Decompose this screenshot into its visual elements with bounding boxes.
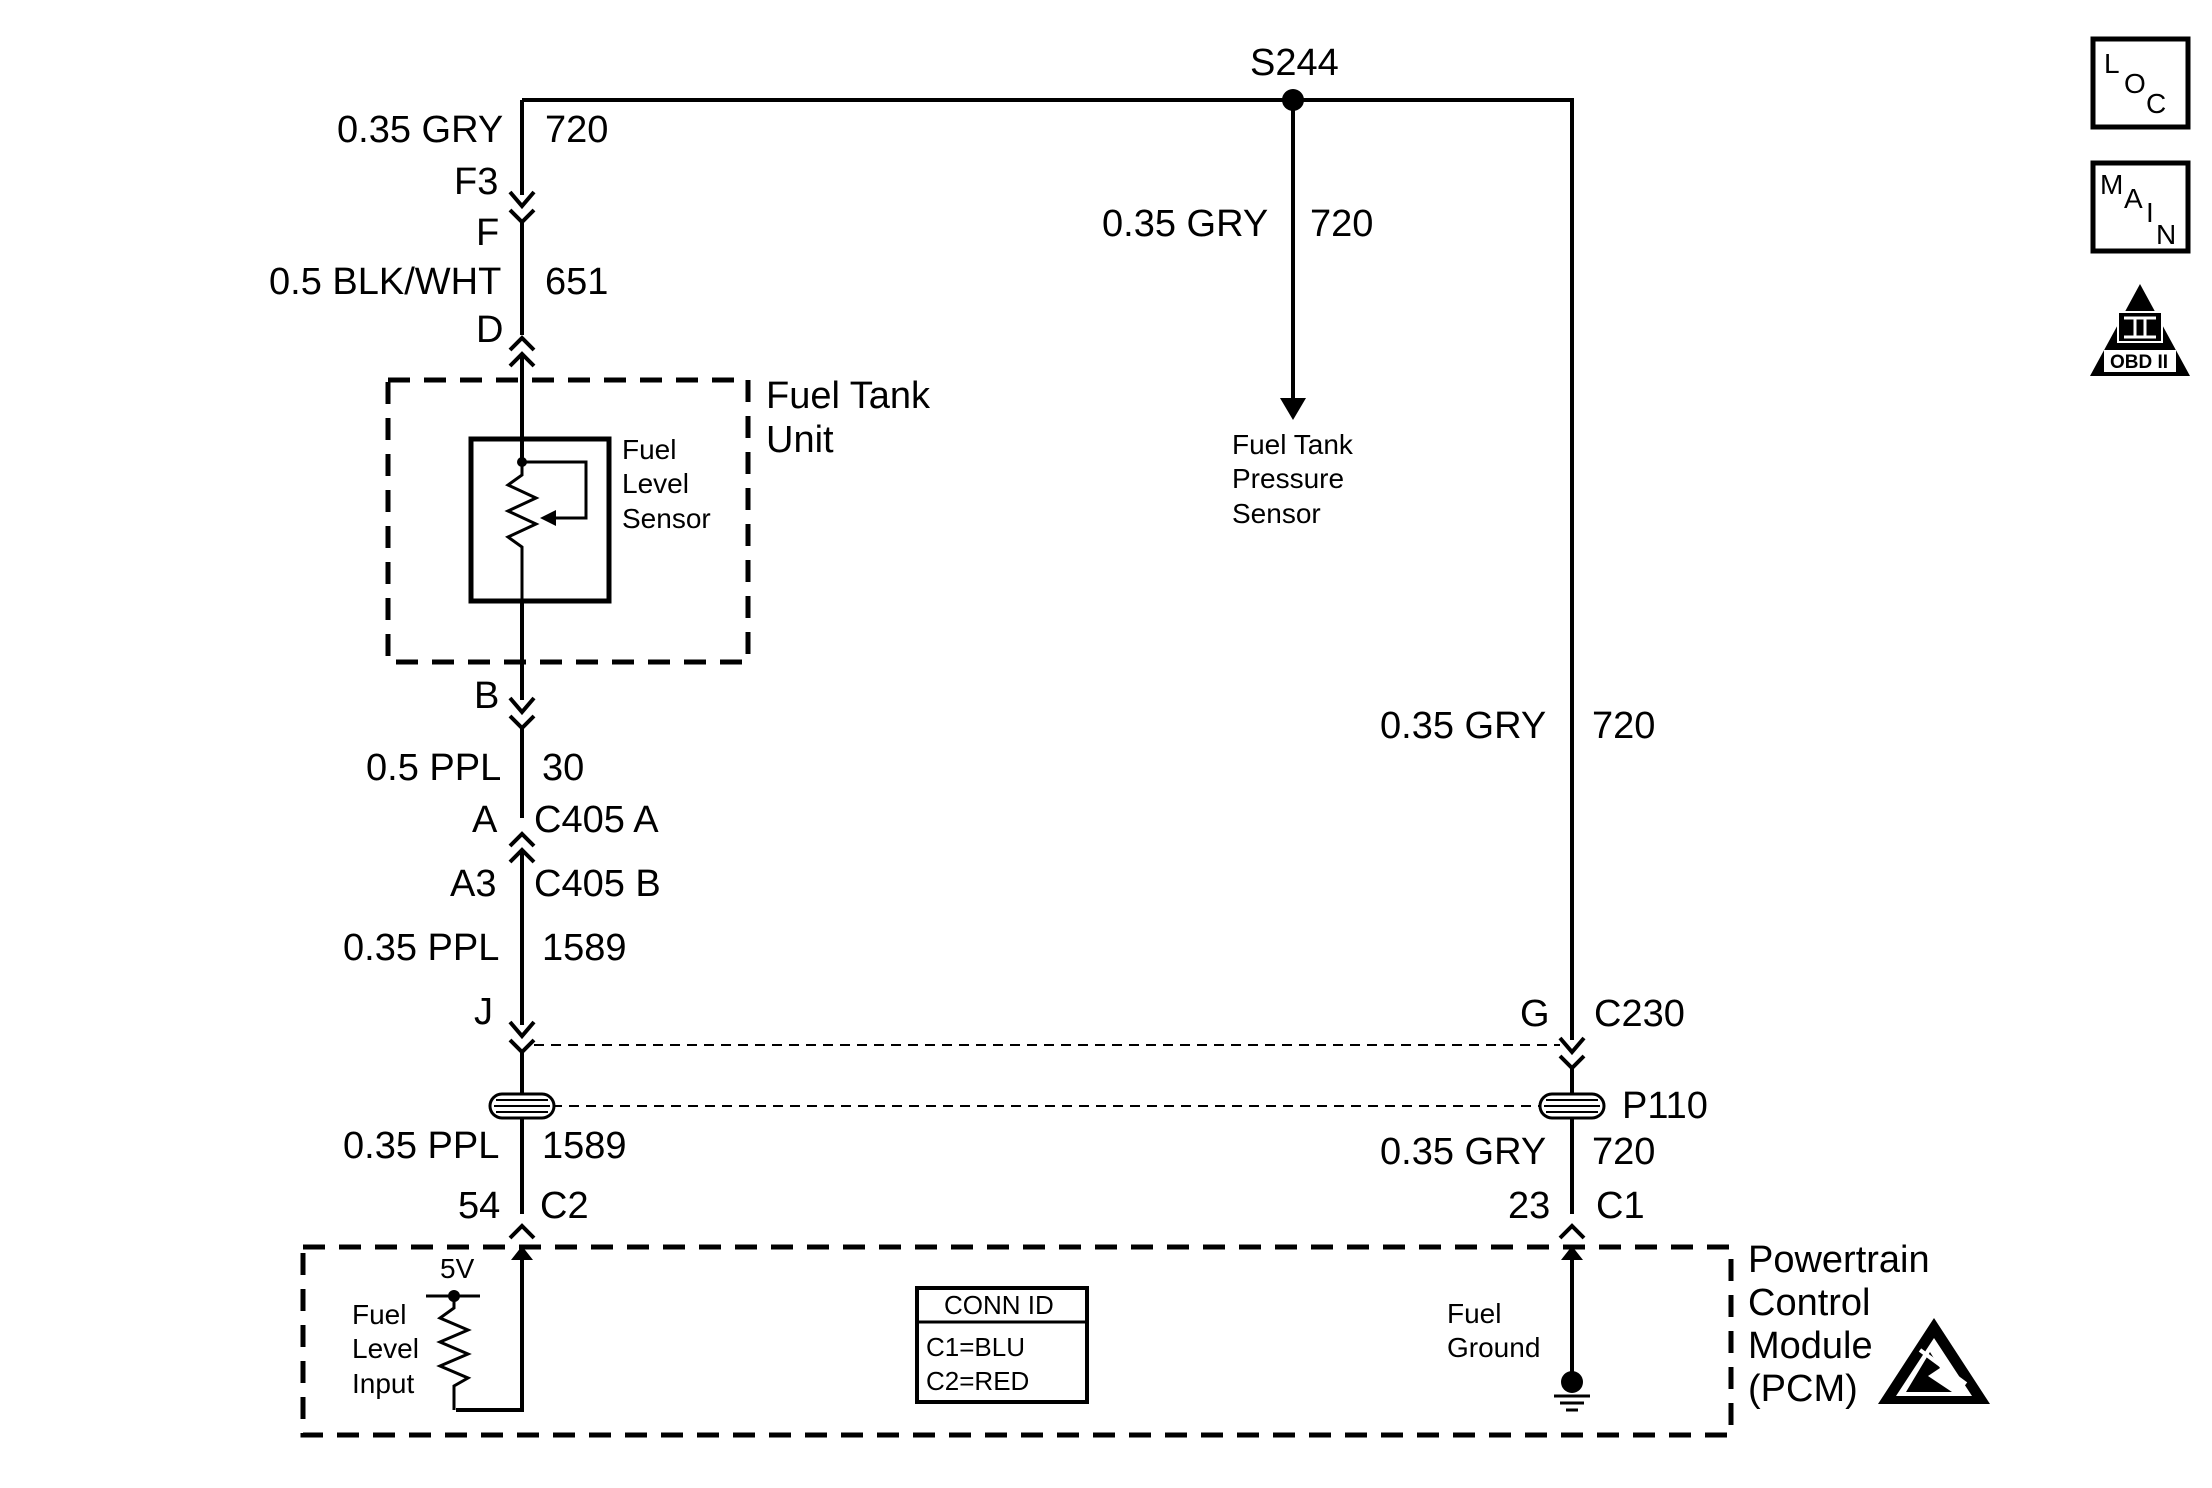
connector-female-icon (508, 335, 536, 352)
pcm-label: Control (1748, 1282, 1871, 1324)
pcm-outline (300, 1244, 1734, 1438)
wire-gauge-color: 0.35 PPL (343, 1125, 499, 1167)
wire-gauge-color: 0.35 PPL (343, 927, 499, 969)
wire-gauge-color: 0.35 GRY (1102, 203, 1268, 245)
connector-female-icon (508, 1020, 536, 1040)
wire-top-loop (522, 98, 1574, 1040)
wire-circuit-number: 651 (545, 261, 608, 303)
wire-circuit-number: 1589 (542, 1125, 627, 1167)
connector-label: C2 (540, 1185, 589, 1227)
pcm-label: Module (1748, 1325, 1873, 1367)
connector-female-icon (508, 696, 536, 716)
esd-warning-icon (1878, 1318, 1990, 1404)
wire-gauge-color: 0.35 GRY (337, 109, 503, 151)
conn-id-c2: C2=RED (926, 1366, 1029, 1396)
variable-resistor-icon (504, 462, 540, 601)
connector-male-icon (508, 714, 536, 731)
connector-label: P110 (1622, 1085, 1708, 1127)
svg-text:A: A (2124, 183, 2143, 214)
pcm-input-label: Fuel (352, 1299, 406, 1330)
wiper-arrow-icon (540, 510, 556, 526)
loc-icon[interactable]: L O C (2090, 36, 2191, 130)
splice-label: S244 (1250, 42, 1339, 84)
five-volt-label: 5V (440, 1253, 475, 1284)
pin-label: 54 (458, 1185, 500, 1227)
sensor-label: Sensor (622, 503, 711, 534)
pcm-label: (PCM) (1748, 1368, 1858, 1410)
connector-label: C405 A (534, 799, 659, 841)
wire-circuit-number: 720 (1310, 203, 1373, 245)
main-icon[interactable]: M A I N (2090, 160, 2191, 254)
svg-text:OBD II: OBD II (2110, 352, 2168, 373)
conn-id-c1: C1=BLU (926, 1332, 1025, 1362)
arrow-down-icon (1280, 398, 1306, 420)
pin-label: F3 (454, 161, 498, 203)
connector-label: C230 (1594, 993, 1685, 1035)
pin-label: D (476, 309, 503, 351)
wire-gauge-color: 0.5 PPL (366, 747, 501, 789)
pin-label: F (476, 212, 499, 254)
ground-icon (1554, 1394, 1590, 1412)
wire-circuit-number: 30 (542, 747, 584, 789)
pcm-input-label: Level (352, 1333, 419, 1364)
fuel-tank-unit-outline (385, 377, 751, 665)
wire-circuit-number: 720 (1592, 705, 1655, 747)
sensor-label: Level (622, 468, 689, 499)
connector-female-icon (508, 831, 536, 848)
connector-label: C405 B (534, 863, 661, 905)
wire-gauge-color: 0.35 GRY (1380, 1131, 1546, 1173)
connector-male-icon (508, 1038, 536, 1055)
pcm-ground-label: Fuel (1447, 1298, 1501, 1329)
wire-circuit-number: 720 (1592, 1131, 1655, 1173)
wiper-lead (522, 460, 588, 520)
svg-text:M: M (2100, 169, 2123, 200)
connector-female-icon (1558, 1223, 1586, 1240)
ground-node-dot (1561, 1371, 1583, 1393)
arrow-up-icon (1561, 1246, 1583, 1260)
pcm-label: Powertrain (1748, 1239, 1930, 1281)
conn-id-title: CONN ID (944, 1290, 1054, 1320)
component-label: Fuel Tank (766, 375, 931, 417)
wire-circuit-number: 1589 (542, 927, 627, 969)
pin-label: J (474, 991, 493, 1033)
pcm-ground-label: Ground (1447, 1332, 1540, 1363)
svg-text:N: N (2156, 219, 2176, 250)
pcm-input-label: Input (352, 1368, 414, 1399)
pin-label: B (474, 675, 499, 717)
svg-text:L: L (2104, 48, 2120, 79)
svg-text:I: I (2146, 197, 2154, 228)
svg-text:C: C (2146, 88, 2166, 119)
conn-id-box (915, 1286, 1089, 1404)
wire-input-loop (456, 1260, 524, 1412)
pin-label: A3 (450, 863, 496, 905)
fuel-level-sensor-box (468, 436, 612, 604)
pin-label: G (1520, 993, 1550, 1035)
component-label: Fuel Tank (1232, 429, 1354, 460)
wire-gauge-color: 0.5 BLK/WHT (269, 261, 501, 303)
connector-male-icon (508, 208, 536, 225)
pin-label: A (472, 799, 498, 841)
arrow-up-icon (511, 1246, 533, 1260)
connector-label: C1 (1596, 1185, 1645, 1227)
grommet-icon (488, 1092, 556, 1120)
component-label: Unit (766, 419, 834, 461)
obd-ii-icon[interactable]: OBD II (2090, 284, 2190, 376)
connector-female-icon (508, 1223, 536, 1240)
pin-label: 23 (1508, 1185, 1550, 1227)
component-label: Pressure (1232, 463, 1344, 494)
wire-circuit-number: 720 (545, 109, 608, 151)
component-label: Sensor (1232, 498, 1321, 529)
wire-gauge-color: 0.35 GRY (1380, 705, 1546, 747)
svg-text:O: O (2124, 68, 2146, 99)
connector-female-icon (1558, 1036, 1586, 1056)
sensor-label: Fuel (622, 434, 676, 465)
grommet-icon (1538, 1092, 1606, 1120)
connector-female-icon (508, 190, 536, 210)
connector-male-icon (1558, 1054, 1586, 1071)
pullup-resistor-icon (436, 1296, 472, 1410)
